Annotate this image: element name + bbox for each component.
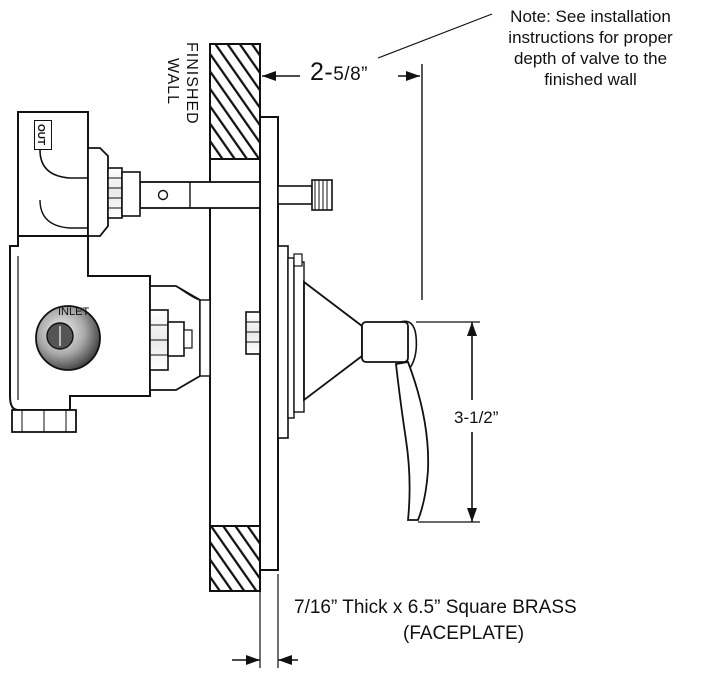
lever-handle [361,320,430,521]
faceplate [259,116,279,571]
handle-height-dimension-lines [416,321,480,523]
note-line-3: depth of valve to the [513,49,668,68]
faceplate-label-line-1: 7/16” Thick x 6.5” Square BRASS [294,597,577,618]
inlet-port-label: INLET [58,306,90,318]
installation-note: Note: See installation instructions for … [478,6,703,90]
faceplate-label: 7/16” Thick x 6.5” Square BRASS (FACEPLA… [294,595,577,647]
depth-dimension-lines [262,64,423,300]
finished-wall [209,43,261,592]
depth-dimension-label: 2-5/8” [310,58,368,87]
trim-escutcheon [277,245,363,439]
wall-label-finished: FINISHED [183,42,200,125]
faceplate-label-line-2: (FACEPLATE) [403,623,525,644]
valve-stem [139,179,333,211]
note-line-4: finished wall [544,70,637,89]
wall-label-wall: WALL [164,58,181,105]
inlet-port [35,305,101,371]
out-port-label: OUT [35,123,47,146]
out-port-tag: OUT [34,120,52,150]
note-leader [377,13,493,59]
faceplate-thickness-dimension-lines [232,574,298,668]
depth-dimension-fraction: 5/8” [333,64,368,85]
handle-height-label: 3-1/2” [454,408,499,427]
note-line-2: instructions for proper [508,28,673,47]
depth-dimension-whole: 2- [310,58,334,86]
note-line-1: Note: See installation [510,7,671,26]
